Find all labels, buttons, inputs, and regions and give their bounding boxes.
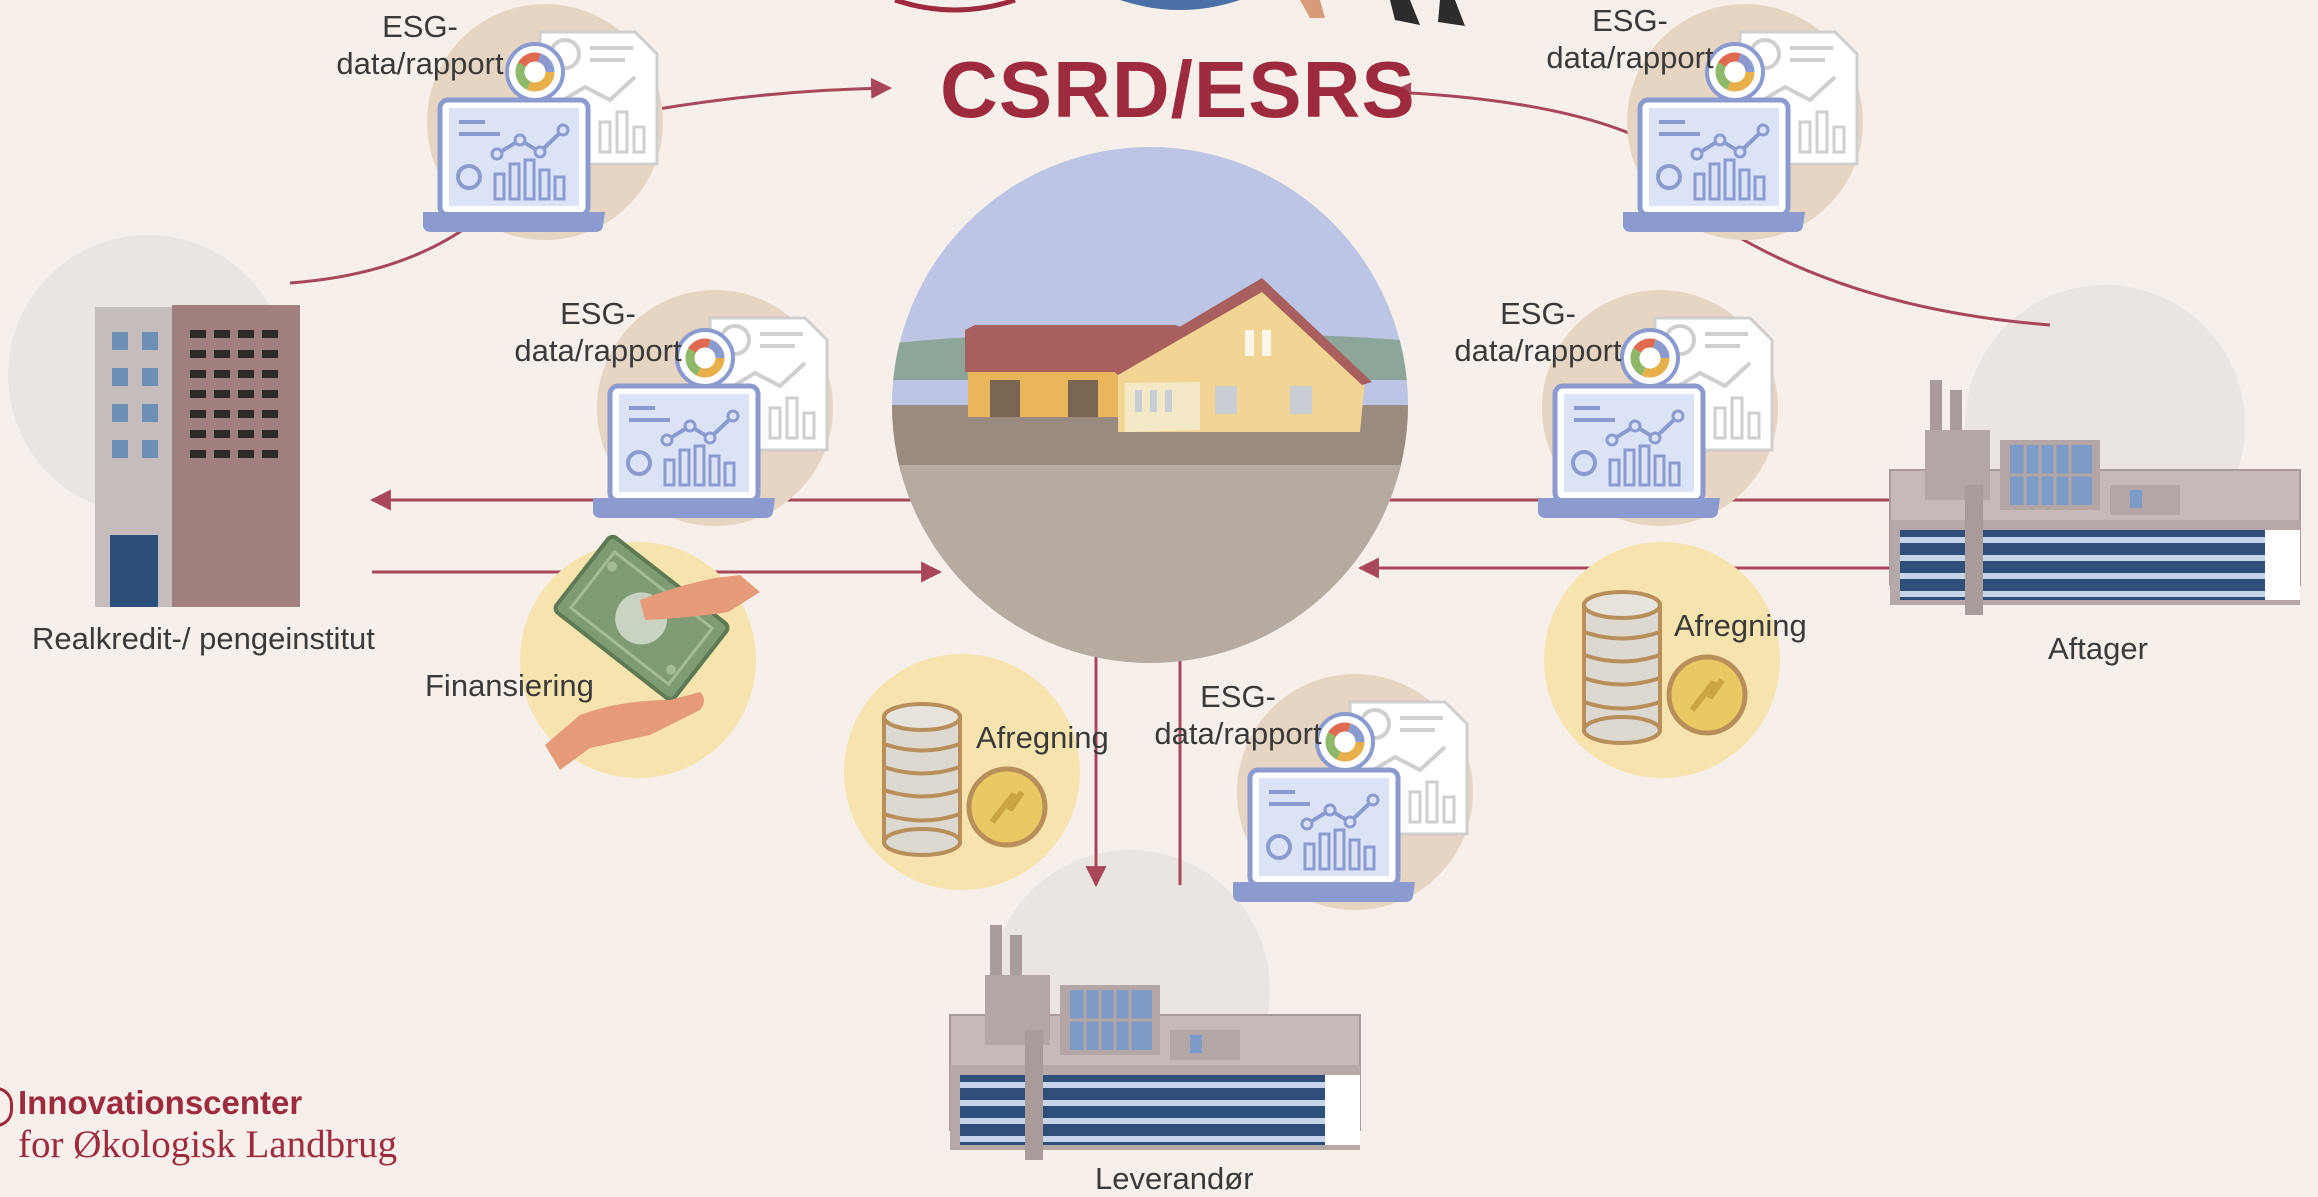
- esg-label-line1: ESG-: [1500, 296, 1576, 331]
- logo-line1: Innovationscenter: [18, 1084, 303, 1121]
- buyer-label: Aftager: [2048, 631, 2148, 666]
- bank-label: Realkredit-/ pengeinstitut: [32, 621, 375, 656]
- farm-icon: [892, 147, 1408, 663]
- money-hands-icon: [520, 534, 760, 778]
- esg-label-line2: data/rapport: [336, 46, 504, 81]
- supplier-label: Leverandør: [1095, 1161, 1254, 1196]
- esg-label-mid-right: ESG- data/rapport: [1448, 295, 1628, 369]
- esg-label-line1: ESG-: [560, 296, 636, 331]
- esg-label-line1: ESG-: [1592, 3, 1668, 38]
- coins-icon: [1544, 542, 1780, 778]
- esg-label-line1: ESG-: [382, 9, 458, 44]
- office-building-icon: [95, 305, 300, 607]
- esg-label-line2: data/rapport: [1154, 716, 1322, 751]
- esg-label-mid-left: ESG- data/rapport: [508, 295, 688, 369]
- esg-label-bottom: ESG- data/rapport: [1148, 678, 1328, 752]
- settlement-label-bottom: Afregning: [976, 720, 1109, 755]
- esg-label-line2: data/rapport: [514, 333, 682, 368]
- coins-icon: [844, 654, 1080, 890]
- logo-line2: for Økologisk Landbrug: [18, 1123, 398, 1166]
- esg-label-top-left: ESG- data/rapport: [330, 8, 510, 82]
- people-icon: [894, 0, 1465, 26]
- esg-label-line1: ESG-: [1200, 679, 1276, 714]
- page-title: CSRD/ESRS: [940, 45, 1416, 134]
- financing-label: Finansiering: [425, 668, 594, 703]
- organization-logo: Innovationscenter for Økologisk Landbrug: [0, 1083, 398, 1167]
- esg-label-line2: data/rapport: [1546, 40, 1714, 75]
- esg-label-line2: data/rapport: [1454, 333, 1622, 368]
- esg-label-top-right: ESG- data/rapport: [1540, 2, 1720, 76]
- settlement-label-right: Afregning: [1674, 608, 1807, 643]
